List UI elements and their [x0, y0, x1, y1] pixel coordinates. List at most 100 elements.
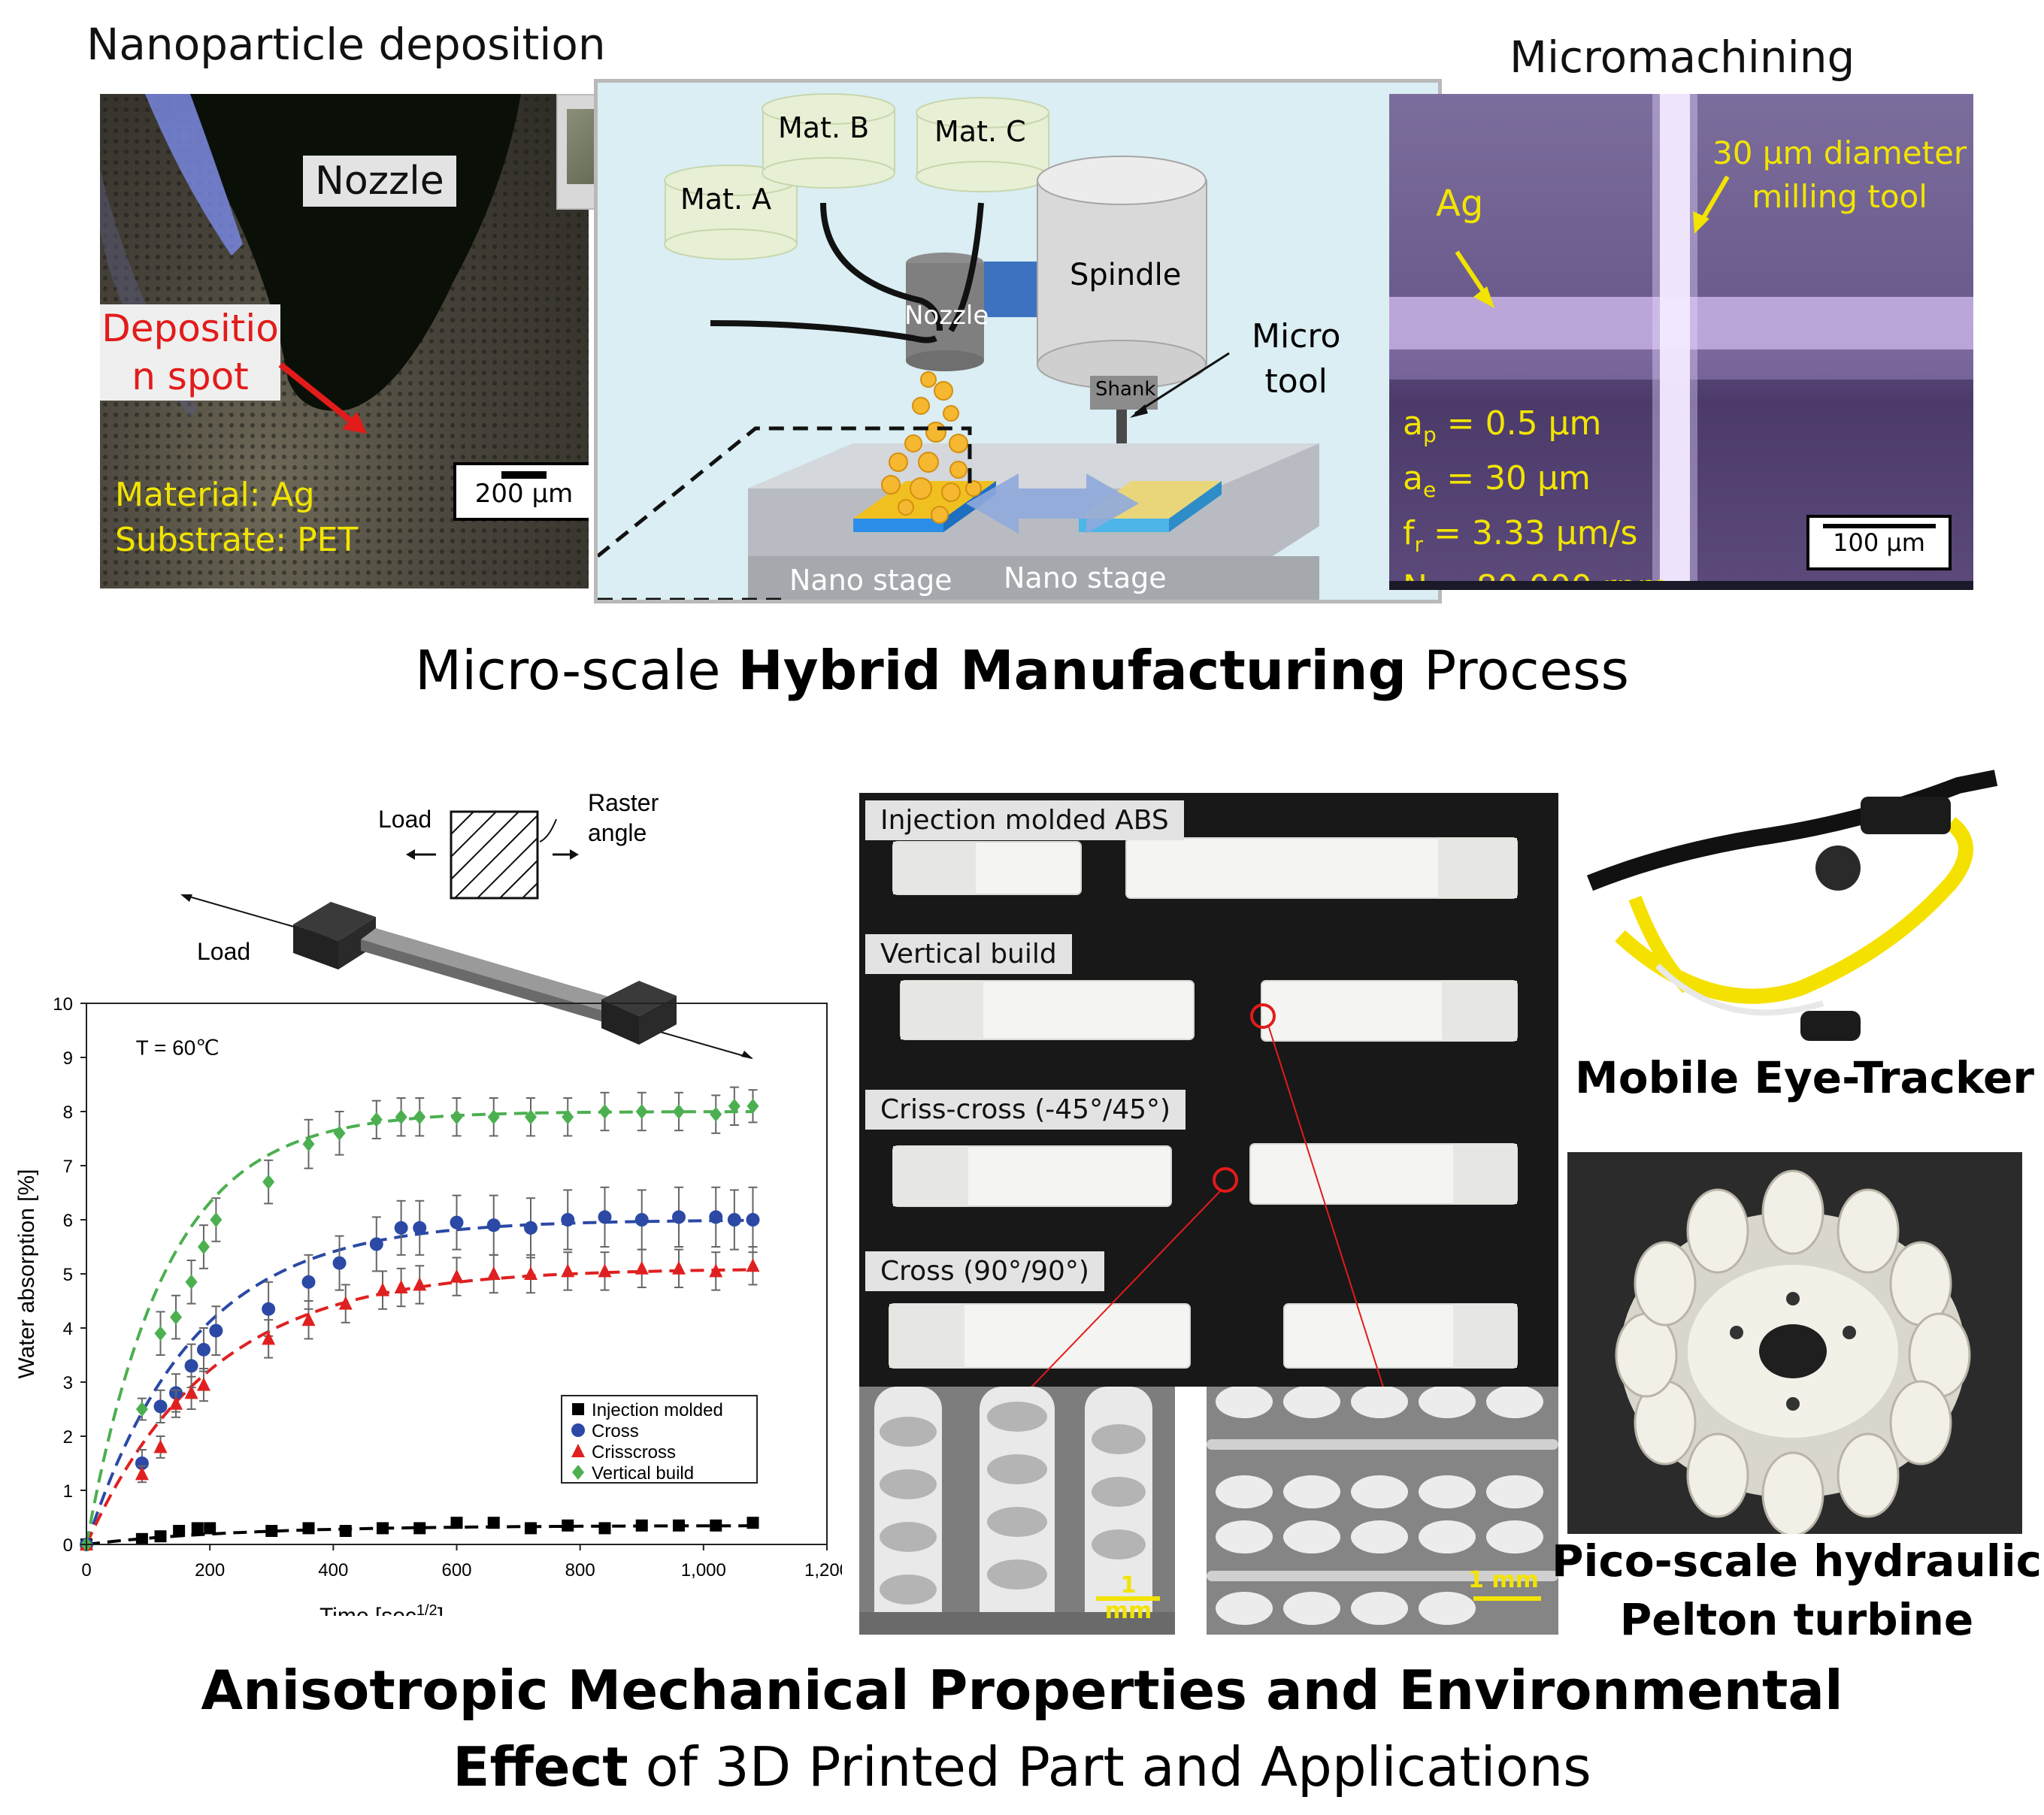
x-tick-label: 400 [318, 1560, 348, 1581]
raster-angle-label: Raster angle [588, 788, 659, 848]
data-point-diamond [135, 1402, 148, 1417]
data-point-square [191, 1522, 204, 1535]
data-point-triangle [262, 1331, 276, 1345]
top-heading: Micro-scale Hybrid Manufacturing Process [0, 639, 2044, 702]
param-value: = 0.5 µm [1436, 404, 1602, 443]
data-point-triangle [169, 1396, 183, 1410]
deposition-spot-label: Depositio n spot [100, 304, 280, 401]
data-point-circle [727, 1213, 741, 1227]
specimen-label-cross: Cross (90°/90°) [865, 1251, 1104, 1291]
machining-param-0: ap = 0.5 µm [1403, 402, 1670, 457]
data-point-circle [746, 1213, 760, 1227]
data-point-diamond [635, 1104, 648, 1119]
data-point-circle [571, 1423, 586, 1437]
data-point-circle [634, 1213, 649, 1227]
data-point-square [487, 1517, 500, 1529]
x-axis-label: Time [sec1/2] [319, 1602, 444, 1616]
data-point-circle [450, 1215, 464, 1230]
data-point-diamond [450, 1109, 463, 1125]
y-tick-label: 7 [63, 1157, 73, 1177]
data-point-circle [301, 1275, 316, 1289]
micromachining-title: Micromachining [1510, 32, 1855, 83]
mat-a-label: Mat. A [680, 183, 772, 216]
eye-tracker-photo [1575, 763, 2018, 1045]
machining-param-2: fr = 3.33 µm/s [1403, 512, 1670, 567]
micromachining-arrows [1455, 175, 1730, 308]
deposition-arrow [278, 361, 367, 434]
param-value: = 30 µm [1436, 458, 1591, 498]
data-point-square [562, 1519, 574, 1532]
deposition-spot-line1: Depositio [101, 307, 279, 350]
param-symbol: f [1403, 513, 1415, 552]
data-point-triangle [746, 1258, 760, 1272]
data-point-circle [672, 1210, 686, 1224]
data-point-triangle [184, 1385, 198, 1399]
sem-image-left: 1 mm [859, 1387, 1175, 1635]
material-label: Material: Ag [115, 476, 315, 514]
data-point-diamond [487, 1109, 500, 1125]
ag-label: Ag [1436, 183, 1484, 225]
legend-label: Injection molded [592, 1400, 723, 1420]
data-point-circle [413, 1221, 427, 1235]
y-tick-label: 5 [63, 1265, 73, 1285]
data-point-circle [196, 1342, 210, 1357]
x-tick-label: 600 [441, 1560, 471, 1581]
data-point-circle [394, 1221, 408, 1235]
data-point-diamond [302, 1136, 315, 1152]
data-point-triangle [561, 1263, 575, 1278]
raster-angle-line1: Raster [588, 789, 659, 816]
substrate-label: Substrate: PET [115, 521, 359, 559]
left-scale-text: 200 µm [474, 479, 574, 509]
raster-angle-line2: angle [588, 819, 647, 846]
data-point-square [413, 1522, 426, 1535]
data-point-circle [153, 1399, 168, 1414]
bottom-heading-line1: Anisotropic Mechanical Properties and En… [201, 1659, 1843, 1722]
data-point-triangle [153, 1439, 168, 1454]
data-point-circle [209, 1323, 223, 1338]
y-axis-label: Water absorption [%] [14, 1169, 39, 1378]
turbine-photo [1567, 1152, 2022, 1534]
data-point-triangle [524, 1266, 537, 1280]
top-heading-post: Process [1407, 639, 1630, 702]
data-point-square [598, 1522, 611, 1535]
x-tick-label: 200 [195, 1560, 225, 1581]
mat-b-label: Mat. B [778, 111, 870, 144]
x-tick-label: 800 [565, 1560, 595, 1581]
load-side-label: Load [197, 938, 251, 965]
data-point-triangle [571, 1444, 586, 1457]
y-tick-label: 8 [63, 1103, 73, 1123]
data-point-diamond [370, 1112, 383, 1127]
data-point-square [710, 1519, 722, 1532]
hybrid-schematic: Mat. A Mat. B Mat. C Nozzle Spindle Shan… [594, 79, 1442, 603]
data-point-triangle [486, 1266, 501, 1280]
sem-left-scale: 1 mm [1104, 1572, 1152, 1624]
data-point-square [339, 1525, 352, 1537]
plot-area-frame [86, 1003, 828, 1545]
data-point-diamond [197, 1239, 210, 1254]
data-point-circle [524, 1221, 537, 1235]
param-symbol: a [1403, 404, 1423, 443]
x-tick-label: 0 [81, 1560, 91, 1581]
specimen-photo: Injection molded ABS Vertical build Cris… [859, 793, 1558, 1387]
y-tick-label: 4 [63, 1319, 73, 1339]
mat-c-label: Mat. C [934, 115, 1026, 148]
specimen-label-injection: Injection molded ABS [865, 800, 1184, 840]
legend-label: Vertical build [592, 1463, 694, 1484]
data-point-square [572, 1403, 585, 1415]
sem-left-art [859, 1387, 1175, 1635]
data-point-square [673, 1519, 685, 1532]
data-point-circle [598, 1210, 612, 1224]
data-point-circle [262, 1302, 276, 1316]
data-point-square [302, 1522, 315, 1535]
milling-tool-line1: 30 µm diameter [1712, 135, 1967, 171]
milling-tool-line2: milling tool [1752, 178, 1927, 215]
sem-image-right: 1 mm [1207, 1387, 1558, 1635]
data-point-triangle [196, 1377, 210, 1391]
data-point-square [746, 1517, 759, 1529]
data-point-diamond [413, 1109, 426, 1125]
data-point-diamond [598, 1104, 611, 1119]
temperature-annotation: T = 60℃ [136, 1036, 220, 1059]
data-point-triangle [301, 1312, 316, 1326]
data-point-square [204, 1522, 217, 1535]
